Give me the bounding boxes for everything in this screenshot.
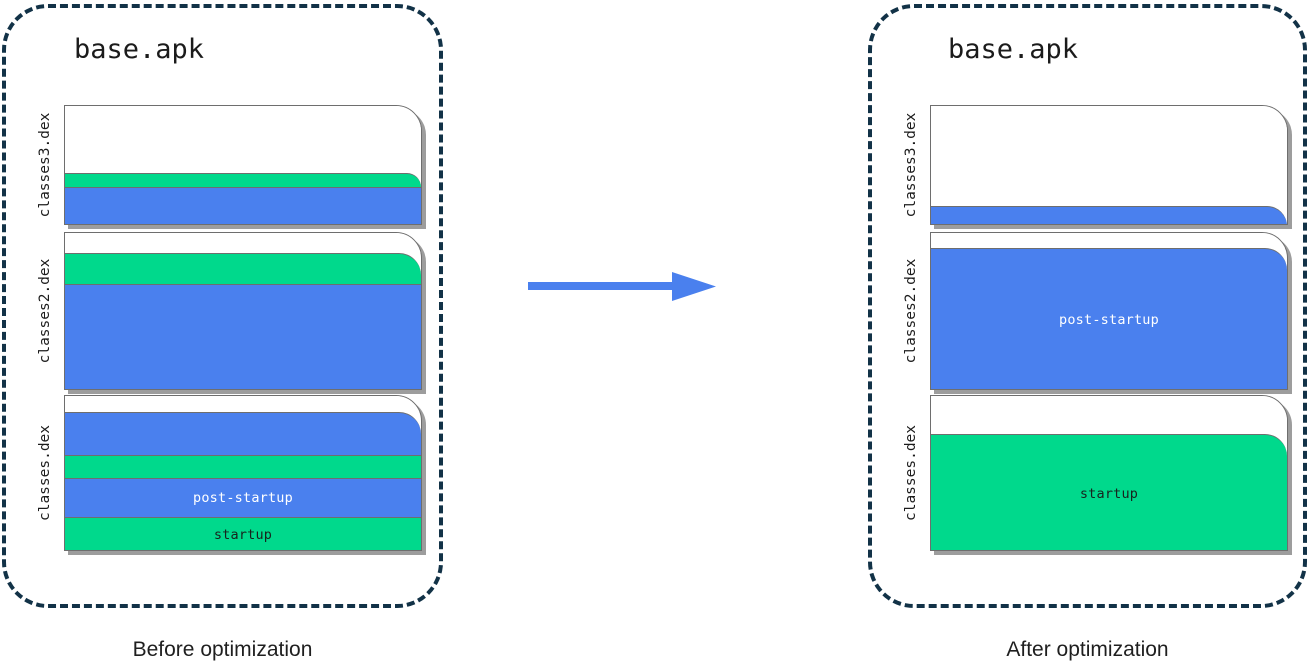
dex-file-label-classes3-dex: classes3.dex <box>903 112 919 218</box>
dex-segment-post-startup <box>931 205 1287 224</box>
dex-segment-empty <box>931 233 1287 248</box>
dex-segment-label: post-startup <box>193 490 293 507</box>
apk-panel-after <box>868 4 1307 608</box>
arrow-icon <box>528 272 716 301</box>
dex-segment-startup <box>65 172 421 187</box>
dex-card-classes-dex: startup <box>930 395 1288 551</box>
dex-segment-startup <box>65 455 421 479</box>
dex-segment-label: post-startup <box>1059 311 1159 328</box>
apk-title-before: base.apk <box>74 34 205 65</box>
dex-segment-startup: startup <box>65 517 421 550</box>
dex-segment-empty <box>65 106 421 173</box>
dex-file-label-classes2-dex: classes2.dex <box>903 258 919 364</box>
dex-card-classes3-dex <box>930 105 1288 225</box>
dex-segment-post-startup <box>65 412 421 456</box>
dex-segment-startup: startup <box>931 434 1287 550</box>
dex-segment-empty <box>931 396 1287 435</box>
dex-file-label-classes2-dex: classes2.dex <box>37 258 53 364</box>
apk-panel-before <box>2 4 443 608</box>
dex-file-label-classes-dex: classes.dex <box>903 424 919 522</box>
dex-file-label-classes3-dex: classes3.dex <box>37 112 53 218</box>
dex-segment-label: startup <box>213 527 273 544</box>
dex-segment-post-startup: post-startup <box>65 478 421 518</box>
dex-segment-post-startup <box>65 284 421 389</box>
dex-file-label-classes-dex: classes.dex <box>37 424 53 522</box>
caption-after: After optimization <box>1006 638 1169 661</box>
optimization-arrow <box>524 268 720 306</box>
dex-card-classes2-dex: post-startup <box>930 232 1288 390</box>
dex-segment-post-startup: post-startup <box>931 248 1287 389</box>
dex-segment-empty <box>65 396 421 413</box>
dex-segment-label: startup <box>1079 485 1139 502</box>
caption-before: Before optimization <box>132 638 313 661</box>
dex-card-classes3-dex <box>64 105 422 225</box>
dex-segment-empty <box>65 233 421 254</box>
dex-segment-empty <box>931 106 1287 206</box>
dex-segment-post-startup <box>65 187 421 224</box>
dex-card-classes2-dex <box>64 232 422 390</box>
apk-title-after: base.apk <box>948 34 1079 65</box>
dex-card-classes-dex: post-startup startup <box>64 395 422 551</box>
dex-segment-startup <box>65 253 421 285</box>
